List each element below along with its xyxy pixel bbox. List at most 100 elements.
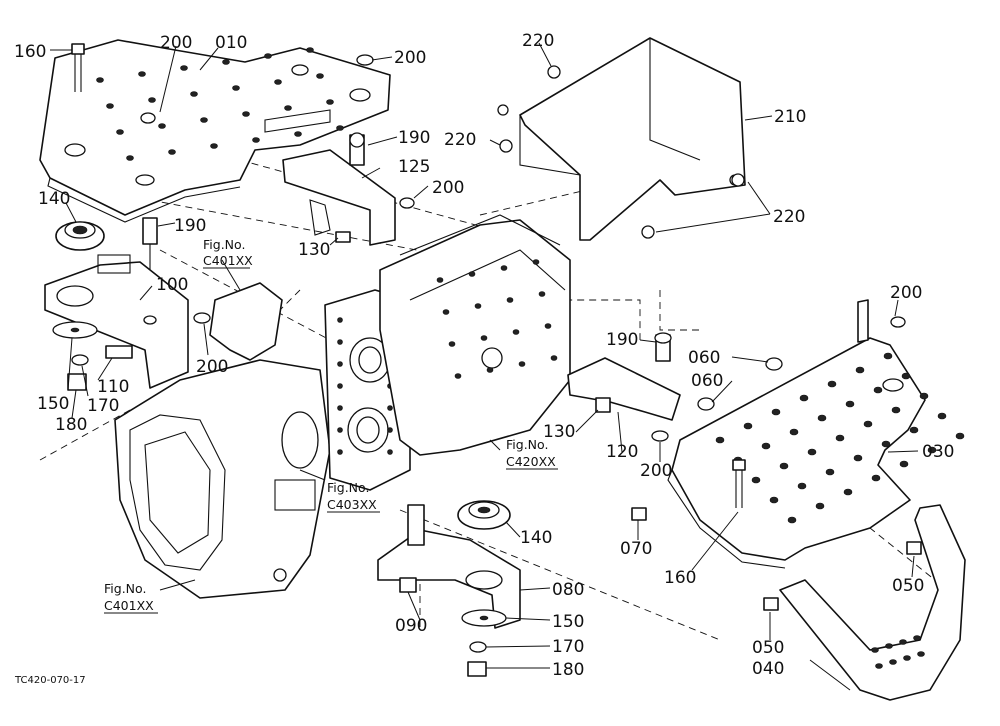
bolt-hole <box>751 476 761 484</box>
label-160-top: 160 <box>14 42 46 62</box>
bolt-hole <box>550 355 558 361</box>
svg-text:C401XX: C401XX <box>203 253 253 268</box>
part-c420-housing <box>379 214 571 456</box>
fig-ref-c420[interactable]: Fig.No. C420XX <box>506 437 558 470</box>
bolt-hole <box>222 59 230 65</box>
label-010: 010 <box>215 33 247 53</box>
bolt-hole <box>544 323 552 329</box>
label-060-b: 060 <box>691 371 723 391</box>
part-140-bearing-b <box>457 500 511 530</box>
bolt-hole <box>715 436 725 444</box>
label-220-mid: 220 <box>444 130 476 150</box>
label-170-b: 170 <box>552 637 584 657</box>
bolt-hole <box>761 442 771 450</box>
fig-ref-c401-bottom[interactable]: Fig.No. C401XX <box>104 581 158 614</box>
bolt-hole <box>148 97 156 103</box>
bolt-hole <box>106 103 114 109</box>
bolt-hole <box>787 516 797 524</box>
bolt-hole <box>538 291 546 297</box>
part-010-top-plate <box>39 39 391 223</box>
bolt-hole <box>306 47 314 53</box>
label-130-a: 130 <box>298 240 330 260</box>
label-080: 080 <box>552 580 584 600</box>
svg-text:C420XX: C420XX <box>506 454 556 469</box>
part-170-ring-a <box>71 354 89 366</box>
bolt-hole <box>901 372 911 380</box>
label-130-b: 130 <box>543 422 575 442</box>
bolt-hole <box>871 647 879 653</box>
bolt-hole <box>885 643 893 649</box>
bolt-hole <box>797 482 807 490</box>
bolt-hole <box>899 460 909 468</box>
bolt-hole <box>807 448 817 456</box>
label-220-top: 220 <box>522 31 554 51</box>
bolt-hole <box>917 651 925 657</box>
part-060-nuts <box>697 357 783 411</box>
part-200-nut-b <box>399 197 415 209</box>
label-070: 070 <box>620 539 652 559</box>
bolt-hole <box>96 77 104 83</box>
label-200-right: 200 <box>890 283 922 303</box>
bolt-hole <box>337 427 343 433</box>
bolt-hole <box>252 137 260 143</box>
svg-text:Fig.No.: Fig.No. <box>104 581 146 596</box>
bolt-hole <box>200 117 208 123</box>
label-190-c: 190 <box>606 330 638 350</box>
bolt-hole <box>875 663 883 669</box>
bolt-hole <box>891 406 901 414</box>
bolt-hole <box>769 496 779 504</box>
label-050-a: 050 <box>892 576 924 596</box>
bolt-hole <box>889 659 897 665</box>
label-125: 125 <box>398 157 430 177</box>
bolt-hole <box>799 394 809 402</box>
bolt-hole <box>337 339 343 345</box>
label-200-d: 200 <box>640 461 672 481</box>
label-140-b: 140 <box>520 528 552 548</box>
leader-lines <box>50 42 919 691</box>
bolt-hole <box>919 392 929 400</box>
part-160-bolt-top <box>71 43 85 92</box>
bolt-hole <box>337 383 343 389</box>
part-030-right-plate <box>667 299 965 569</box>
part-200-nut-d <box>651 430 669 442</box>
label-200-a: 200 <box>394 48 426 68</box>
bolt-hole <box>955 432 965 440</box>
part-190-stud-b <box>142 217 158 270</box>
part-110-bolt <box>105 345 133 359</box>
label-190-a: 190 <box>398 128 430 148</box>
label-150-b: 150 <box>552 612 584 632</box>
bolt-hole <box>337 405 343 411</box>
bolt-hole <box>845 400 855 408</box>
label-220-right: 220 <box>773 207 805 227</box>
label-120: 120 <box>606 442 638 462</box>
bolt-hole <box>138 71 146 77</box>
svg-text:Fig.No.: Fig.No. <box>327 480 369 495</box>
bolt-hole <box>168 149 176 155</box>
part-190-stud-c <box>654 332 672 362</box>
bolt-hole <box>284 105 292 111</box>
bolt-hole <box>937 412 947 420</box>
bolt-hole <box>789 428 799 436</box>
bolt-hole <box>913 635 921 641</box>
bolt-hole <box>512 329 520 335</box>
fig-ref-c401-top[interactable]: Fig.No. C401XX <box>203 237 253 269</box>
part-140-bearing-a <box>55 221 105 251</box>
label-090: 090 <box>395 616 427 636</box>
part-220-bolts <box>499 65 745 239</box>
fig-ref-c403[interactable]: Fig.No. C403XX <box>327 480 380 513</box>
bolt-hole <box>274 79 282 85</box>
part-130-bolt-a <box>335 231 351 243</box>
part-100-bracket <box>44 254 189 389</box>
bolt-hole <box>743 422 753 430</box>
bolt-hole <box>158 123 166 129</box>
label-150-a: 150 <box>37 394 69 414</box>
bolt-hole <box>518 361 526 367</box>
part-210-cover <box>497 37 746 241</box>
bolt-hole <box>468 271 476 277</box>
bolt-hole <box>316 73 324 79</box>
bolt-hole <box>337 449 343 455</box>
bolt-hole <box>448 341 456 347</box>
label-200-b: 200 <box>432 178 464 198</box>
label-060-a: 060 <box>688 348 720 368</box>
